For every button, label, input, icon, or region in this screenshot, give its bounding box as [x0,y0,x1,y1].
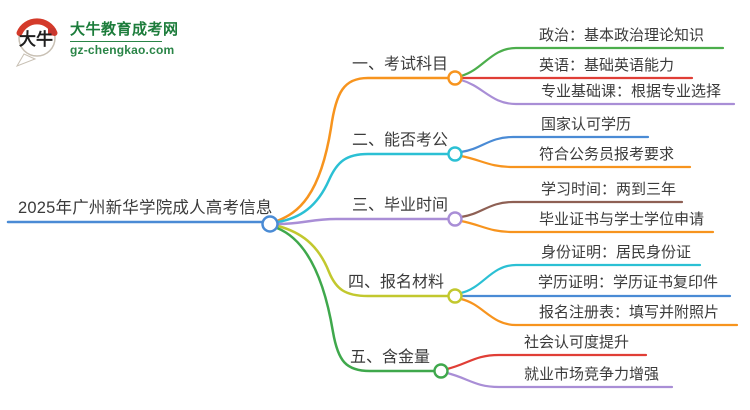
dainiu-bubble-icon: 大牛 [15,18,58,67]
connector-leaf-study-time [459,200,684,219]
brand-divider [70,41,162,42]
leaf-social-recognition-label: 社会认可度提升 [524,334,630,351]
branch-3-label: 三、毕业时间 [352,197,449,214]
connector-branch-4 [276,224,450,298]
leaf-civil-service-label: 符合公务员报考要求 [539,146,675,163]
connector-branch-3 [276,217,451,226]
leaf-politics-label: 政治：基本政治理论知识 [539,27,705,44]
branch-2-label: 二、能否考公 [352,132,449,149]
connector-leaf-social-recognition [445,353,648,371]
branch-4-label: 四、报名材料 [348,274,445,291]
branch-5-circle [433,363,449,379]
root-node-label: 2025年广州新华学院成人高考信息 [18,199,273,217]
connector-leaf-national-degree [459,135,650,154]
branch-5-label: 五、含金量 [350,349,431,366]
brand-name: 大牛教育成考网 [70,21,179,38]
leaf-major-course-label: 专业基础课：根据专业选择 [541,83,722,100]
branch-1-circle [447,70,463,86]
brand-text-block: 大牛教育成考网 gz-chengkao.com [70,18,179,57]
connector-branch-1 [275,76,451,223]
connector-leaf-registration-form [459,297,739,327]
leaf-english-label: 英语：基础英语能力 [539,57,675,74]
red-seal [48,28,56,36]
connector-branch-5 [275,226,436,373]
leaf-registration-form-label: 报名注册表：填写并附照片 [539,304,720,321]
connector-leaf-civil-service [459,154,692,169]
branch-3-circle [447,211,463,227]
connector-leaf-job-competitiveness [445,371,674,389]
connector-leaf-major-course [459,78,736,106]
leaf-id-proof-label: 身份证明：居民身份证 [541,244,692,261]
leaf-job-competitiveness-label: 就业市场竞争力增强 [524,366,660,383]
root-node-circle [261,215,279,233]
brand-logo: 大牛 大牛教育成考网 gz-chengkao.com [10,10,179,68]
connector-branch-2 [276,152,451,224]
leaf-study-time-label: 学习时间：两到三年 [541,181,677,198]
branch-4-circle [447,288,463,304]
bubble-tail [15,53,37,67]
logo-icon-text: 大牛 [19,29,53,49]
branch-2-circle [447,146,463,162]
leaf-diploma-label: 毕业证书与学士学位申请 [539,211,705,228]
brand-url: gz-chengkao.com [70,43,175,57]
connector-leaf-id-proof [459,263,702,295]
leaf-edu-proof-label: 学历证明：学历证书复印件 [538,274,719,291]
branch-1-label: 一、考试科目 [352,56,449,73]
connector-leaf-politics [459,46,725,78]
connector-leaf-diploma [459,219,715,234]
leaf-national-degree-label: 国家认可学历 [541,116,632,133]
